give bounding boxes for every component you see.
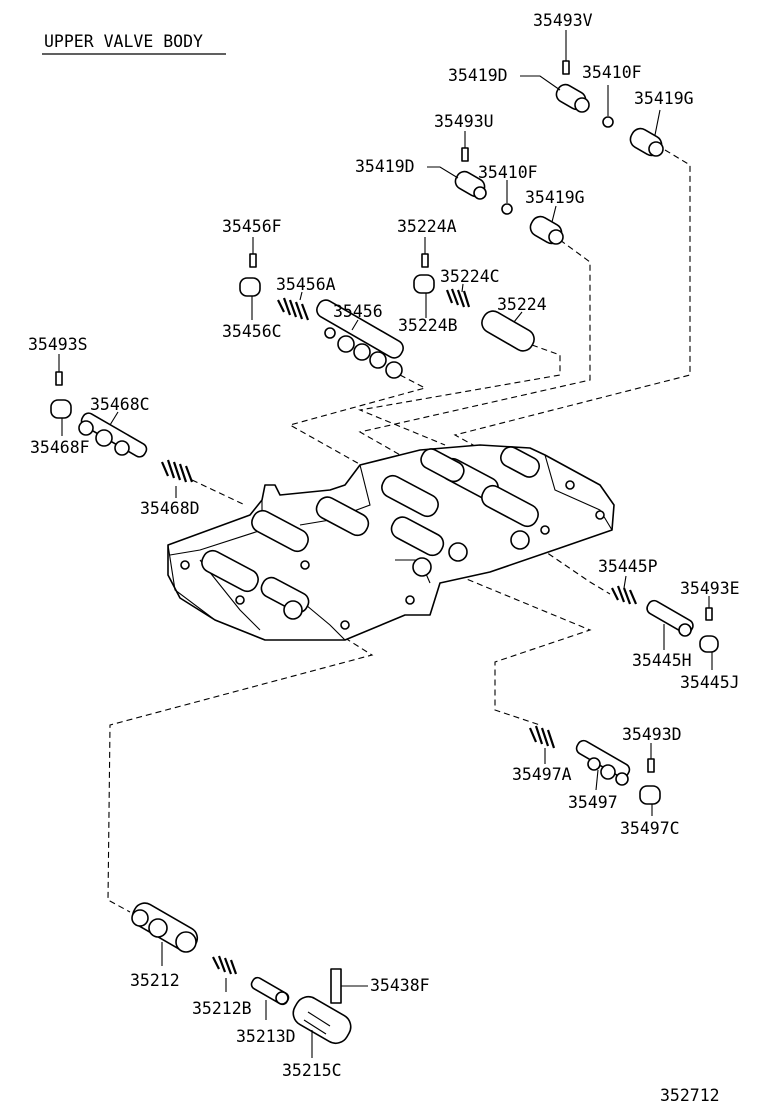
bore-openings <box>180 480 605 630</box>
svg-text:35497: 35497 <box>568 793 618 812</box>
part-35468F: 35468F <box>30 399 90 457</box>
svg-text:35419D: 35419D <box>448 66 508 85</box>
part-35215C-sleeve: 35215C <box>282 995 352 1080</box>
svg-text:35493U: 35493U <box>434 112 494 131</box>
svg-text:35456C: 35456C <box>222 322 282 341</box>
part-35497-valve: 35497 <box>568 739 631 812</box>
svg-text:35212: 35212 <box>130 971 180 990</box>
part-35456A-spring: 35456A <box>276 275 336 321</box>
part-35419D-middle: 35419D <box>355 157 487 200</box>
part-35456-valve: 35456 <box>316 299 404 379</box>
part-35445P-spring: 35445P <box>598 557 658 605</box>
part-35419D-upper: 35419D <box>448 66 590 113</box>
part-35497A-spring: 35497A <box>512 725 572 784</box>
svg-text:35419D: 35419D <box>355 157 415 176</box>
part-35445J: 35445J <box>680 635 740 692</box>
upper-valve-body-housing <box>167 444 615 641</box>
diagram-title: UPPER VALVE BODY <box>44 32 203 51</box>
svg-text:35410F: 35410F <box>478 163 538 182</box>
figure-number: 352712 <box>660 1086 720 1105</box>
svg-text:35224: 35224 <box>497 295 547 314</box>
svg-text:35224B: 35224B <box>398 316 458 335</box>
svg-text:35445H: 35445H <box>632 651 692 670</box>
part-35493E: 35493E <box>680 579 740 621</box>
part-35468D-spring: 35468D <box>140 459 200 518</box>
part-35493U: 35493U <box>434 112 494 162</box>
part-35456F: 35456F <box>222 217 282 268</box>
part-35438F: 35438F <box>330 968 430 1004</box>
part-35497C: 35497C <box>620 785 680 838</box>
svg-text:35224A: 35224A <box>397 217 457 236</box>
part-35224-valve: 35224 <box>481 295 547 352</box>
part-35410F-upper: 35410F <box>582 63 642 128</box>
svg-text:35468C: 35468C <box>90 395 150 414</box>
svg-text:35224C: 35224C <box>440 267 500 286</box>
part-35445H-valve: 35445H <box>632 599 694 670</box>
svg-text:35493E: 35493E <box>680 579 740 598</box>
svg-text:35419G: 35419G <box>634 89 694 108</box>
svg-text:35468D: 35468D <box>140 499 200 518</box>
part-35224C-spring: 35224C <box>440 267 500 308</box>
svg-text:35213D: 35213D <box>236 1027 296 1046</box>
part-35224A: 35224A <box>397 217 457 268</box>
svg-text:35419G: 35419G <box>525 188 585 207</box>
svg-text:35497C: 35497C <box>620 819 680 838</box>
part-35493S: 35493S <box>28 335 88 386</box>
valve-bores <box>201 446 540 614</box>
part-35419G-upper: 35419G <box>629 89 694 157</box>
svg-text:35410F: 35410F <box>582 63 642 82</box>
part-35493D: 35493D <box>622 725 682 773</box>
part-35468C-valve: 35468C <box>78 395 150 458</box>
part-35493V: 35493V <box>533 11 593 75</box>
svg-text:35497A: 35497A <box>512 765 572 784</box>
svg-text:35456: 35456 <box>333 302 383 321</box>
part-35410F-middle: 35410F <box>478 163 538 215</box>
svg-text:35493D: 35493D <box>622 725 682 744</box>
svg-text:35445J: 35445J <box>680 673 740 692</box>
svg-text:35493S: 35493S <box>28 335 88 354</box>
part-35224B: 35224B <box>398 274 458 335</box>
svg-text:35493V: 35493V <box>533 11 593 30</box>
svg-text:35212B: 35212B <box>192 999 252 1018</box>
part-35419G-middle: 35419G <box>525 188 585 245</box>
svg-text:35456F: 35456F <box>222 217 282 236</box>
svg-text:35438F: 35438F <box>370 976 430 995</box>
part-35212B-spring: 35212B <box>192 955 252 1018</box>
svg-text:35456A: 35456A <box>276 275 336 294</box>
part-35213D-plunger: 35213D <box>236 976 296 1046</box>
svg-text:35445P: 35445P <box>598 557 658 576</box>
part-35212-valve: 35212 <box>130 902 199 990</box>
svg-text:35215C: 35215C <box>282 1061 342 1080</box>
assembly-lines <box>107 149 691 913</box>
svg-text:35468F: 35468F <box>30 438 90 457</box>
part-35456C: 35456C <box>222 277 282 341</box>
